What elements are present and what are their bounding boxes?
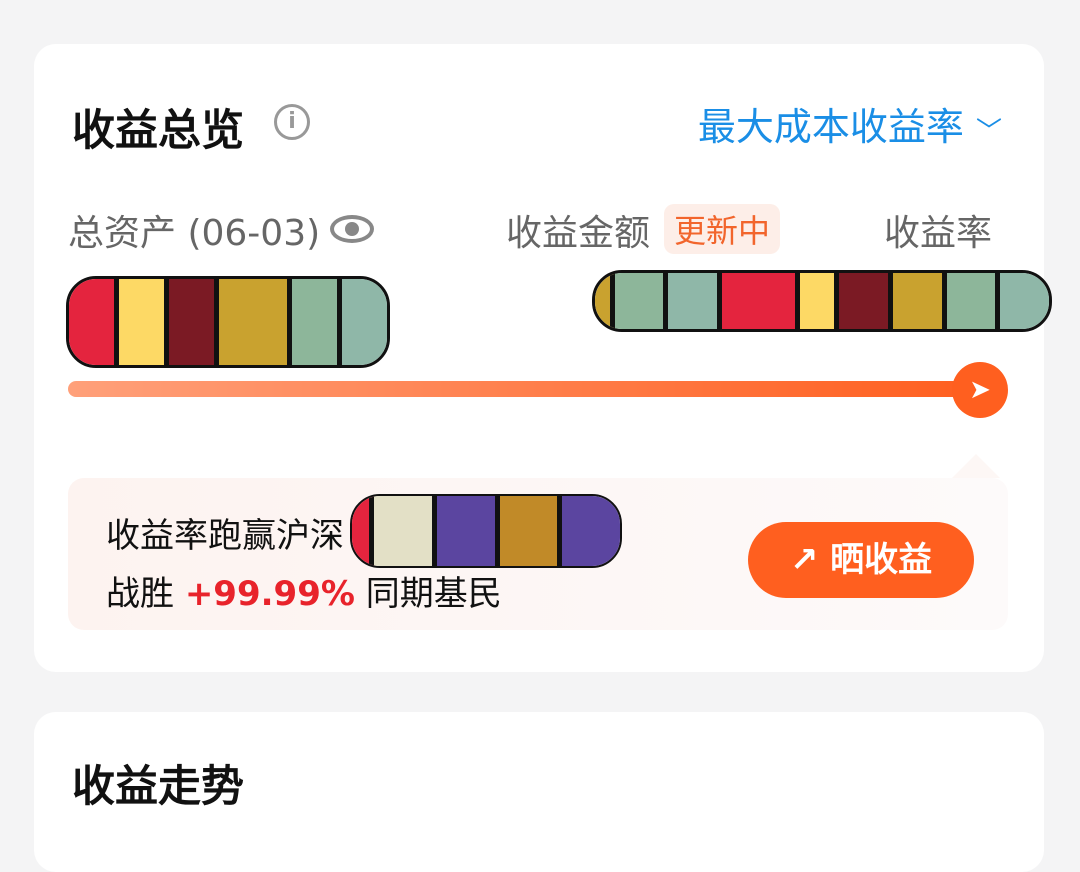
profit-trend-card: 收益走势 (34, 712, 1044, 872)
eye-icon[interactable] (330, 215, 375, 243)
metric-selector[interactable]: 最大成本收益率 ﹀ (698, 96, 1002, 151)
benchmark-panel: 收益率跑赢沪深 战胜 +99.99% 同期基民 ↗ 晒收益 (68, 478, 1008, 630)
share-icon: ↗ (789, 540, 819, 580)
profit-progress-bar (68, 381, 978, 397)
win-prefix: 战胜 (106, 574, 174, 614)
redacted-total-assets (66, 276, 390, 368)
info-icon[interactable]: i (274, 104, 310, 140)
beat-index-text: 收益率跑赢沪深 (106, 516, 344, 556)
updating-badge: 更新中 (664, 204, 781, 254)
profit-overview-card: 收益总览 i 最大成本收益率 ﹀ 总资产 (06-03) 收益金额更新中 收益率… (34, 44, 1052, 672)
profit-amount-label: 收益金额 (506, 213, 651, 254)
share-profit-button[interactable]: ↗ 晒收益 (748, 522, 974, 598)
total-assets-label: 总资产 (06-03) (68, 213, 321, 254)
total-assets-header: 总资产 (06-03) (68, 204, 375, 256)
trend-title: 收益走势 (72, 762, 244, 812)
share-label: 晒收益 (830, 540, 933, 580)
panel-pointer (952, 454, 1000, 478)
win-suffix: 同期基民 (365, 574, 502, 614)
win-percent: +99.99% (184, 574, 355, 614)
profit-amount-header: 收益金额更新中 (506, 204, 781, 256)
win-text: 战胜 +99.99% 同期基民 (106, 566, 502, 615)
rocket-icon: ➤ (952, 362, 1008, 418)
metric-selector-label: 最大成本收益率 (697, 105, 964, 149)
redacted-index-name (350, 494, 622, 568)
chevron-down-icon: ﹀ (975, 117, 1002, 147)
profit-rate-label: 收益率 (884, 213, 993, 254)
overview-title: 收益总览 (72, 106, 244, 156)
redacted-profit-values (592, 270, 1052, 332)
